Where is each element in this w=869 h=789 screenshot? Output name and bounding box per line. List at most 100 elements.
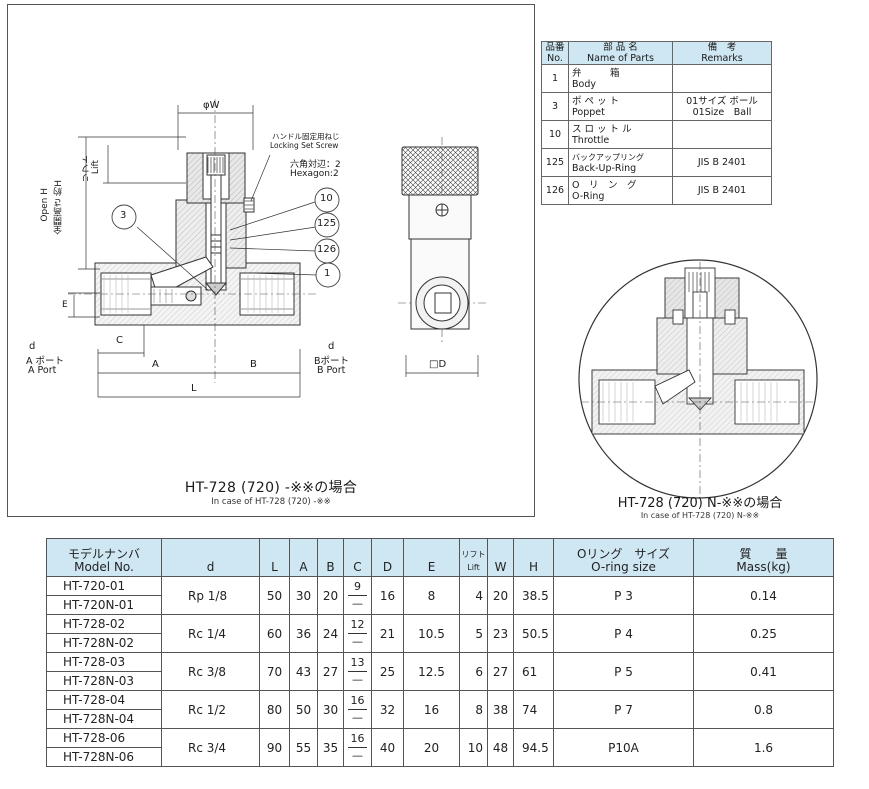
valve-section-drawing (68, 99, 486, 398)
L-cell: 60 (259, 614, 290, 653)
E-cell: 20 (403, 728, 460, 767)
A-cell: 30 (289, 576, 318, 615)
W-cell: 23 (487, 614, 514, 653)
callout-3-label: 3 (120, 210, 127, 221)
H-cell: 74 (513, 690, 554, 729)
a-port-label-jp: A ポート (26, 356, 65, 367)
C-cell: 13— (343, 652, 372, 691)
model-no-cell: HT-728-06 (46, 728, 162, 748)
B-cell: 30 (317, 690, 344, 729)
mass-cell: 0.25 (693, 614, 834, 653)
table-row: HT-728-03 Rc 3/8 70 43 27 13— 25 12.5 6 … (46, 652, 834, 691)
E-cell: 10.5 (403, 614, 460, 653)
lift-cell: 4 (459, 576, 488, 615)
A-cell: 55 (289, 728, 318, 767)
table-row: HT-728N-04 (46, 709, 834, 729)
model-no-cell: HT-728N-06 (46, 747, 162, 767)
model-no-cell: HT-728-02 (46, 614, 162, 634)
H-cell: 50.5 (513, 614, 554, 653)
D-cell: 32 (371, 690, 404, 729)
B-cell: 27 (317, 652, 344, 691)
open-height-label-jp: 全開高さ 約H (54, 180, 64, 235)
callout-10 (314, 187, 340, 213)
lift-cell: 8 (459, 690, 488, 729)
D-cell: 21 (371, 614, 404, 653)
D-cell: 16 (371, 576, 404, 615)
spec-header-C: C (343, 538, 372, 577)
A-cell: 36 (289, 614, 318, 653)
spec-header-d: d (161, 538, 260, 577)
B-cell: 35 (317, 728, 344, 767)
table-row: HT-728-06 Rc 3/4 90 55 35 16— 40 20 10 4… (46, 728, 834, 767)
spec-header-D: D (371, 538, 404, 577)
table-row: HT-728N-06 (46, 747, 834, 767)
mass-cell: 0.14 (693, 576, 834, 615)
model-no-cell: HT-720N-01 (46, 595, 162, 615)
A-cell: 43 (289, 652, 318, 691)
d-cell: Rc 3/8 (161, 652, 260, 691)
table-row: HT-728-04 Rc 1/2 80 50 30 16— 32 16 8 38… (46, 690, 834, 729)
d-cell: Rp 1/8 (161, 576, 260, 615)
model-no-cell: HT-728N-02 (46, 633, 162, 653)
lift-cell: 5 (459, 614, 488, 653)
hexagon-note-jp: 六角対辺：2 (290, 160, 341, 170)
lift-label-en: Lift (91, 160, 101, 175)
open-height-label-en: Open H (40, 188, 50, 222)
H-cell: 94.5 (513, 728, 554, 767)
callout-125-label: 125 (317, 218, 337, 229)
C-cell: 16— (343, 728, 372, 767)
table-row: HT-720N-01 (46, 595, 834, 615)
callout-1-label: 1 (324, 268, 331, 279)
callout-10-label: 10 (320, 193, 333, 204)
B-cell: 24 (317, 614, 344, 653)
L-cell: 70 (259, 652, 290, 691)
dim-L-label: L (191, 383, 197, 394)
mass-cell: 0.41 (693, 652, 834, 691)
E-cell: 12.5 (403, 652, 460, 691)
technical-drawing-frame: φW ハンドル固定用ねじ Locking Set Screw 六角対辺：2 He… (7, 4, 535, 517)
drawing-caption-en: In case of HT-728 (720) -※※ (211, 497, 331, 507)
lift-cell: 6 (459, 652, 488, 691)
detail-circle-drawing (578, 259, 818, 499)
spec-header-H: H (513, 538, 554, 577)
callout-3 (111, 204, 137, 230)
oring-cell: P 3 (553, 576, 694, 615)
callout-1 (315, 262, 341, 288)
L-cell: 90 (259, 728, 290, 767)
dim-E-label: E (62, 300, 68, 310)
d-cell: Rc 1/2 (161, 690, 260, 729)
dim-B-label: B (250, 359, 257, 370)
table-row: HT-728N-03 (46, 671, 834, 691)
B-cell: 20 (317, 576, 344, 615)
locking-screw-note-jp: ハンドル固定用ねじ (272, 132, 340, 141)
model-no-cell: HT-728-04 (46, 690, 162, 710)
oring-cell: P 4 (553, 614, 694, 653)
W-cell: 27 (487, 652, 514, 691)
dim-A-label: A (152, 359, 159, 370)
callout-126-label: 126 (317, 244, 337, 255)
locking-screw-note-en: Locking Set Screw (270, 141, 339, 150)
valve-body-section (94, 152, 301, 326)
hexagon-note-en: Hexagon:2 (290, 169, 339, 179)
E-cell: 8 (403, 576, 460, 615)
dim-C-label: C (116, 335, 123, 346)
dim-phiW-label: φW (203, 100, 220, 111)
b-port-label-en: B Port (317, 365, 346, 376)
d-cell: Rc 3/4 (161, 728, 260, 767)
a-port-label-en: A Port (28, 365, 57, 376)
spec-header-A: A (289, 538, 318, 577)
spec-header-E: E (403, 538, 460, 577)
drawing-caption: HT-728 (720) -※※の場合 (184, 480, 358, 496)
